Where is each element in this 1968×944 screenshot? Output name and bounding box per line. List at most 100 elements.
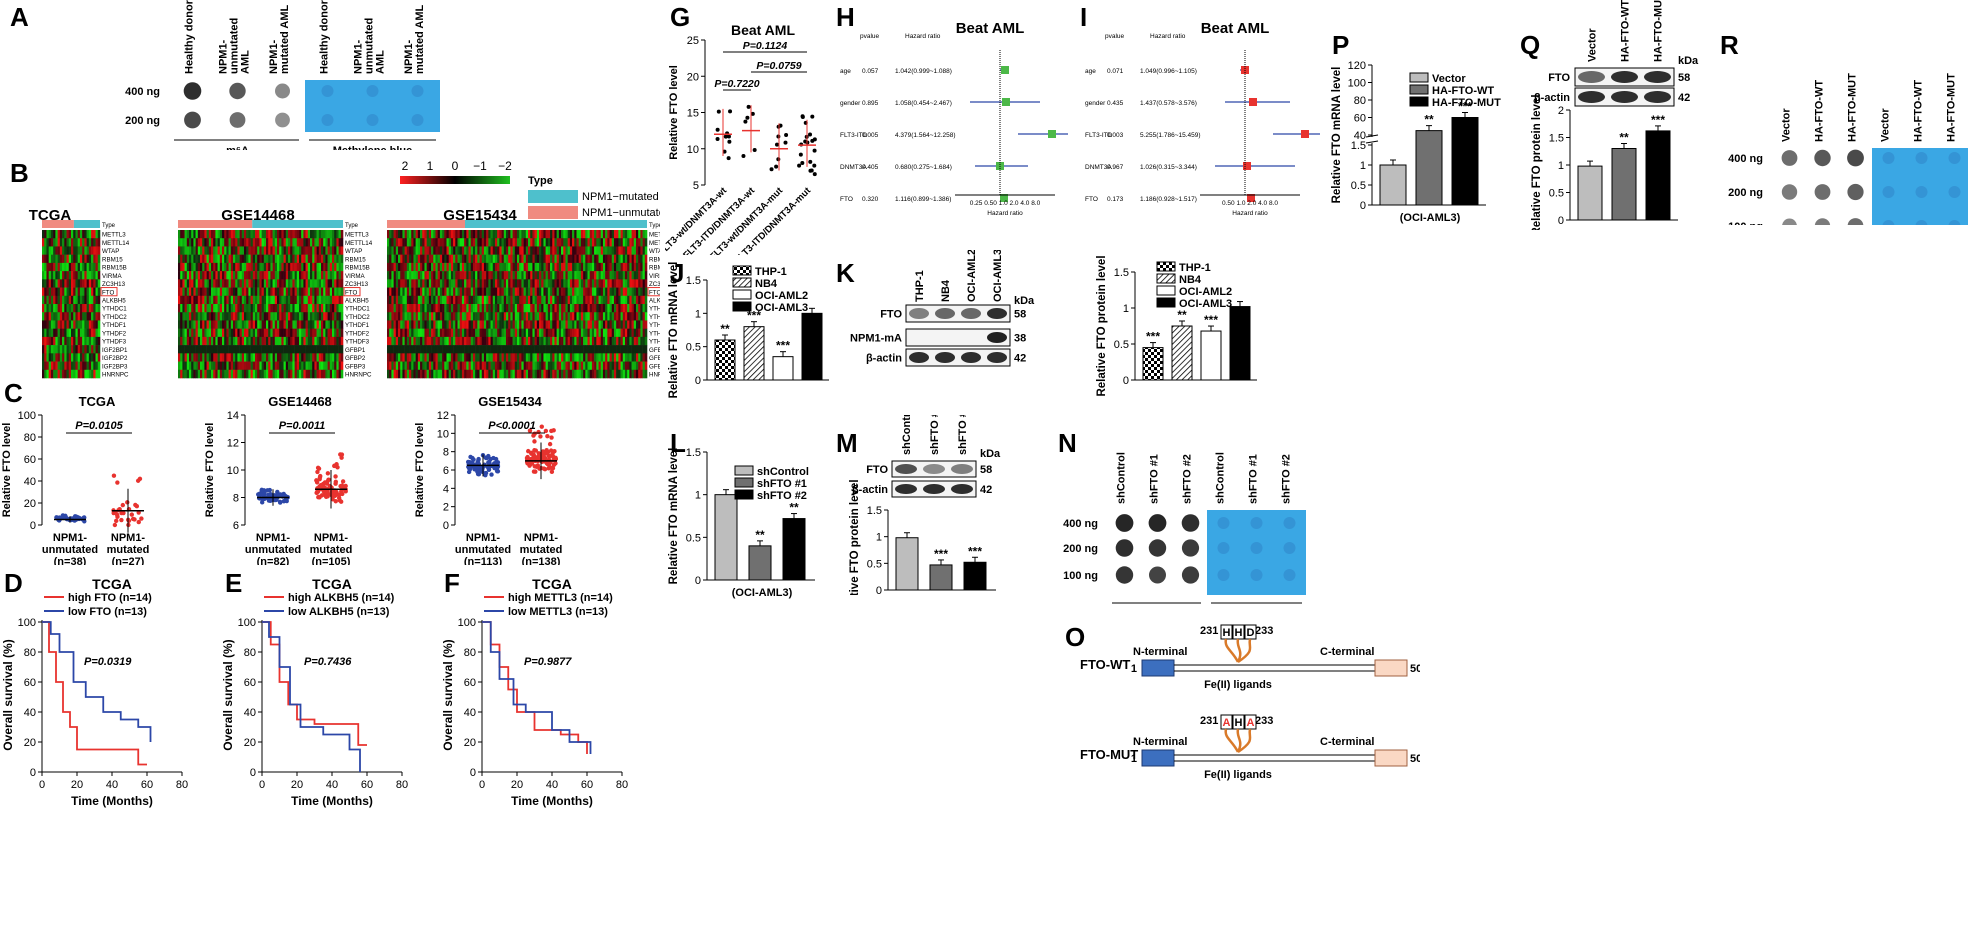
heat-cell [250,287,254,297]
heat-cell [62,320,65,329]
band [923,464,945,474]
heat-cell [257,369,260,379]
heat-cell [576,353,579,362]
heat-cell [395,304,399,313]
heat-cell [433,254,436,264]
heat-cell [296,254,300,264]
heat-cell [263,361,267,371]
heat-cell [91,238,94,247]
data-point [539,424,544,429]
heat-cell [523,279,527,288]
heat-cell [528,287,531,297]
tick-label: 80 [24,647,36,659]
heat-cell [398,238,401,247]
heat-cell [446,279,449,288]
heat-cell [241,230,245,239]
heat-cell [200,254,203,264]
heat-cell [329,271,333,280]
heat-cell [305,279,309,288]
heat-cell [279,336,282,346]
heat-cell [466,238,469,247]
heat-cell [334,361,337,371]
heat-cell [404,279,408,288]
heat-cell [389,328,392,338]
heat-cell [607,271,610,280]
plot-title: TCGA [312,576,352,592]
heat-cell [55,295,58,305]
heat-cell [77,345,81,354]
heat-cell [73,279,76,288]
heat-cell [424,304,427,313]
heat-cell [508,238,511,247]
heat-cell [490,254,494,264]
tick-label: 25 [687,35,699,47]
heat-cell [424,262,427,272]
heat-cell [79,295,83,305]
heat-cell [624,336,628,346]
heat-cell [261,304,265,313]
heat-cell [215,238,218,247]
heat-cell [44,361,47,371]
heat-cell [84,262,87,272]
heat-cell [547,369,551,379]
heat-cell [534,345,538,354]
heat-cell [607,254,610,264]
heat-cell [627,353,630,362]
heat-cell [211,230,214,239]
heat-cell [627,336,630,346]
heat-cell [261,287,265,297]
tick-label: 100 [458,617,476,629]
heat-cell [195,369,199,379]
heat-cell [578,320,582,329]
heat-cell [95,345,99,354]
heat-cell [404,328,408,338]
heat-cell [57,295,61,305]
data-point [115,514,120,519]
heat-cell [206,254,210,264]
heat-cell [88,262,92,272]
heat-cell [79,328,83,338]
heat-cell [248,279,251,288]
data-point [810,138,815,143]
heat-cell [316,328,320,338]
heat-cell [71,287,74,297]
heat-cell [638,287,641,297]
heat-cell [95,246,99,255]
tick-label: 1 [695,308,701,320]
heat-cell [310,345,313,354]
heat-cell [86,320,90,329]
heat-cell [444,361,447,371]
heat-cell [312,328,315,338]
heat-cell [431,238,434,247]
heat-cell [402,361,405,371]
heat-cell [404,369,408,379]
heat-cell [389,353,392,362]
heat-cell [274,230,278,239]
heat-cell [552,312,555,321]
heat-cell [186,246,190,255]
heat-cell [62,328,65,338]
heat-cell [387,361,390,371]
heat-cell [257,279,260,288]
p-value: 0.003 [1107,132,1124,139]
heat-cell [635,262,639,272]
heat-cell [340,254,344,264]
heat-cell [450,369,454,379]
heat-cell [71,320,74,329]
heat-cell [215,353,218,362]
heat-cell [490,328,494,338]
heat-cell [499,246,502,255]
tick-label: 40 [326,779,338,791]
heat-cell [208,295,212,305]
heat-cell [277,353,280,362]
heat-cell [42,246,45,255]
heat-cell [404,254,408,264]
heat-cell [576,238,579,247]
heat-cell [464,246,467,255]
heat-cell [420,369,423,379]
heat-cell [483,328,487,338]
heat-cell [274,345,278,354]
heat-cell [547,345,551,354]
heat-cell [263,345,267,354]
